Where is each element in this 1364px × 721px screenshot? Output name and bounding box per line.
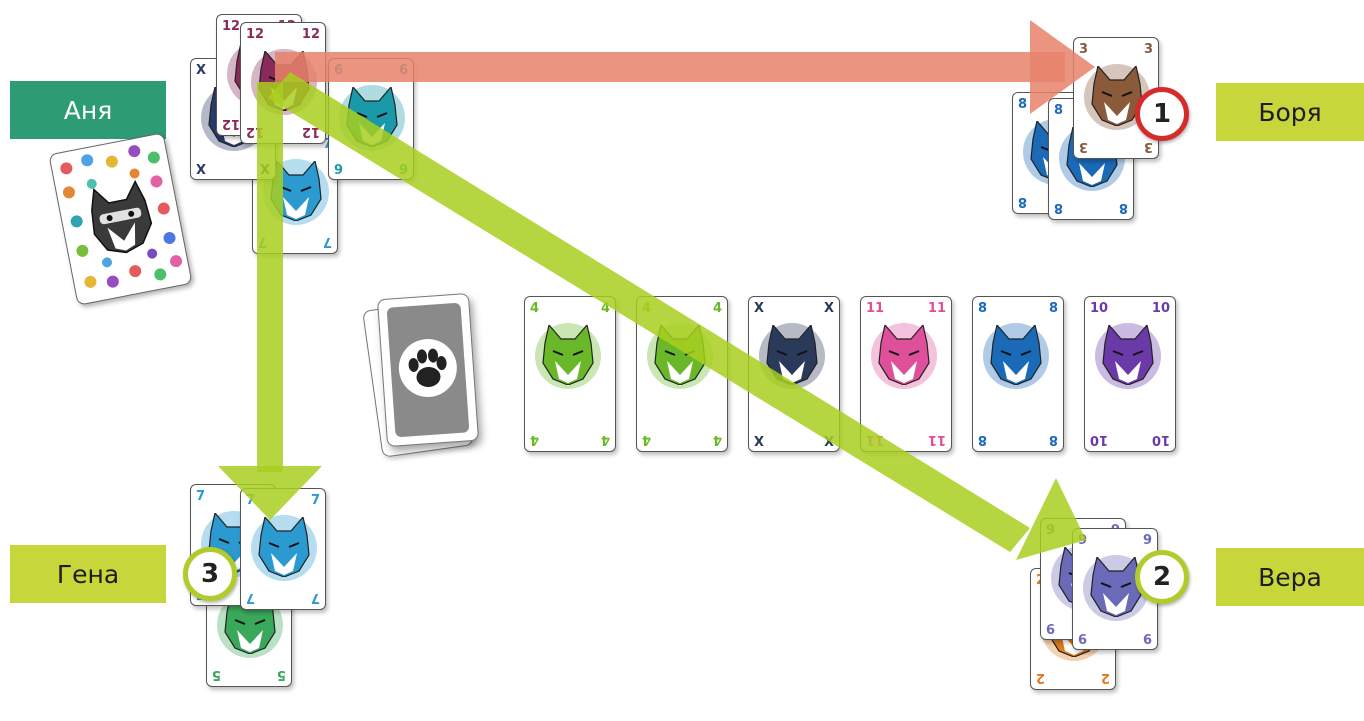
- badge-vera-order: 2: [1135, 550, 1189, 604]
- arrow-to-borya: [275, 20, 1095, 114]
- badge-gena-order: 3: [183, 547, 237, 601]
- arrow-to-vera: [268, 72, 1086, 560]
- badge-borya-order: 1: [1135, 87, 1189, 141]
- arrow-to-gena: [218, 82, 322, 520]
